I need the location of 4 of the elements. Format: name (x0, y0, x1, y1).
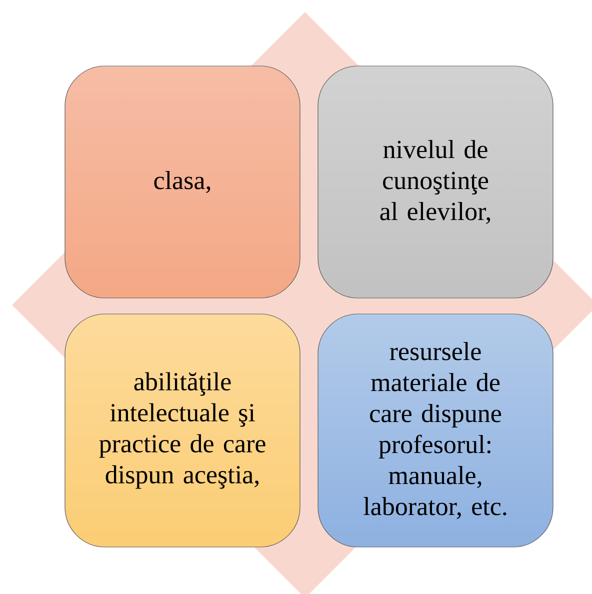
rounded-box: clasa, (64, 66, 300, 298)
rounded-box: nivelul de cunoştinţe al elevilor, (318, 66, 554, 298)
rounded-box: abilităţile intelectuale şi practice de care dispun aceştia, (64, 314, 300, 548)
rounded-box: resursele materiale de care dispune profesorul: manuale, laborator, etc. (318, 314, 554, 548)
